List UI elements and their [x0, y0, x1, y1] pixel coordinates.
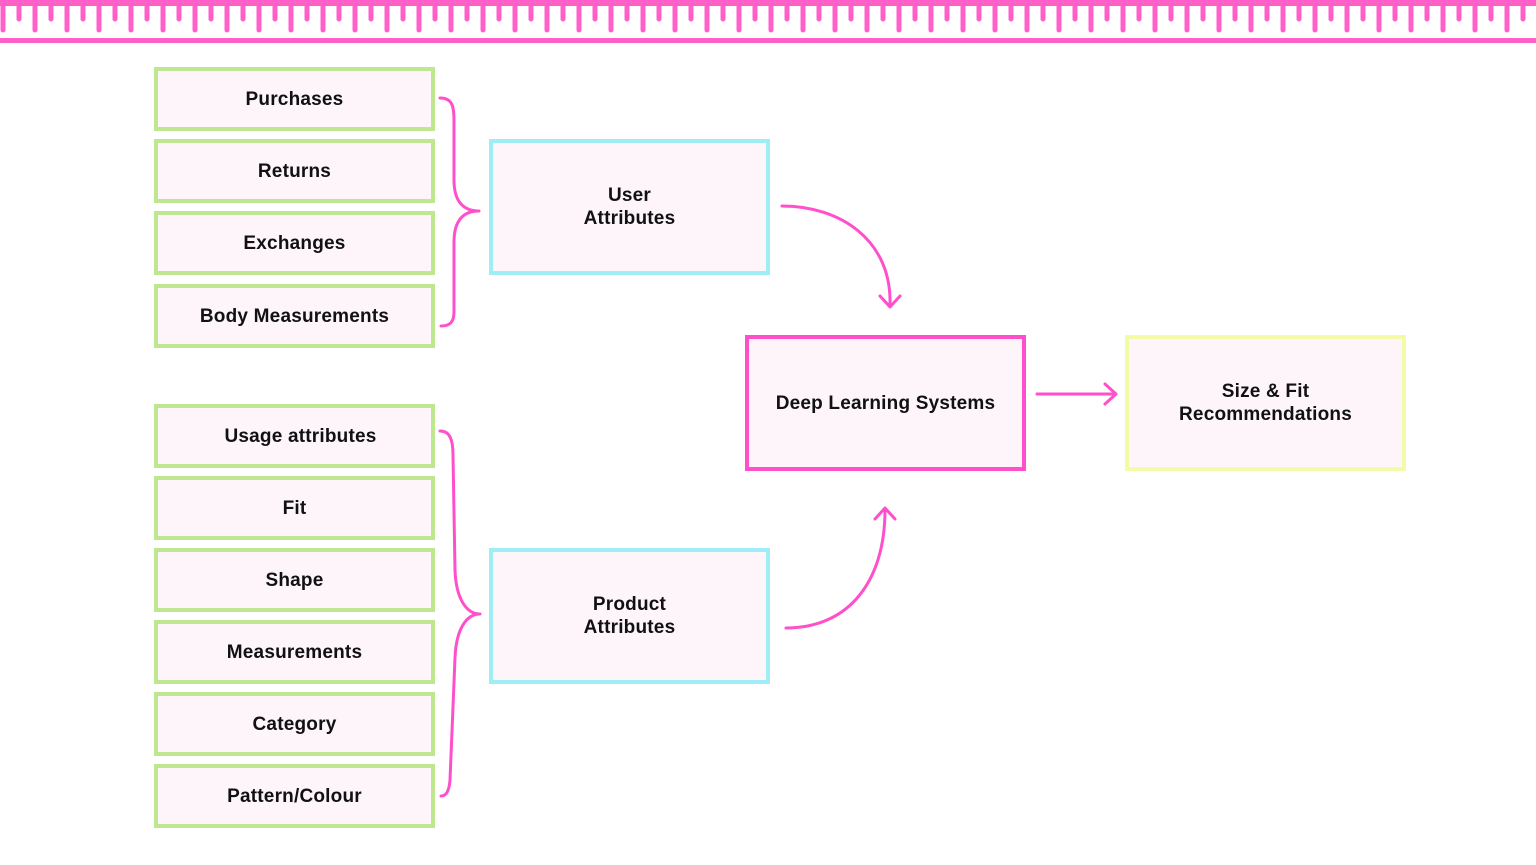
- group-node-user-attributes: User Attributes: [489, 139, 770, 275]
- node-label: Body Measurements: [199, 305, 390, 327]
- node-label: Product Attributes: [583, 594, 676, 638]
- node-label: Shape: [265, 569, 324, 591]
- arrowhead-up-icon: [873, 506, 897, 521]
- node-label: Exchanges: [243, 232, 346, 254]
- ruler-top-bar: [0, 0, 1536, 6]
- core-node-deep-learning-systems: Deep Learning Systems: [745, 335, 1026, 471]
- input-node-shape: Shape: [154, 548, 435, 612]
- node-label: Usage attributes: [224, 425, 377, 447]
- node-label: Fit: [282, 497, 307, 519]
- input-node-exchanges: Exchanges: [154, 211, 435, 275]
- ruler-decoration: [0, 0, 1536, 43]
- input-node-pattern-colour: Pattern/Colour: [154, 764, 435, 828]
- output-node-size-fit-recommendations: Size & Fit Recommendations: [1125, 335, 1406, 471]
- node-label: Deep Learning Systems: [775, 392, 996, 414]
- node-label: Pattern/Colour: [227, 785, 362, 807]
- input-node-returns: Returns: [154, 139, 435, 203]
- arrow-user-to-core: [780, 204, 892, 307]
- group-node-product-attributes: Product Attributes: [489, 548, 770, 684]
- node-label: Measurements: [226, 641, 363, 663]
- input-node-category: Category: [154, 692, 435, 756]
- input-node-purchases: Purchases: [154, 67, 435, 131]
- input-node-measurements: Measurements: [154, 620, 435, 684]
- input-node-body-measurements: Body Measurements: [154, 284, 435, 348]
- arrowhead-down-icon: [878, 294, 902, 309]
- ruler-bottom-bar: [0, 38, 1536, 43]
- input-node-fit: Fit: [154, 476, 435, 540]
- node-label: Category: [252, 713, 337, 735]
- input-node-usage-attributes: Usage attributes: [154, 404, 435, 468]
- brace-user-attributes: [438, 96, 481, 328]
- arrow-product-to-core: [784, 508, 887, 630]
- brace-product-attributes: [438, 429, 482, 798]
- node-label: User Attributes: [583, 185, 676, 229]
- node-label: Returns: [257, 160, 332, 182]
- node-label: Purchases: [245, 88, 344, 110]
- node-label: Size & Fit Recommendations: [1179, 381, 1352, 425]
- arrowhead-right-icon: [1103, 382, 1118, 406]
